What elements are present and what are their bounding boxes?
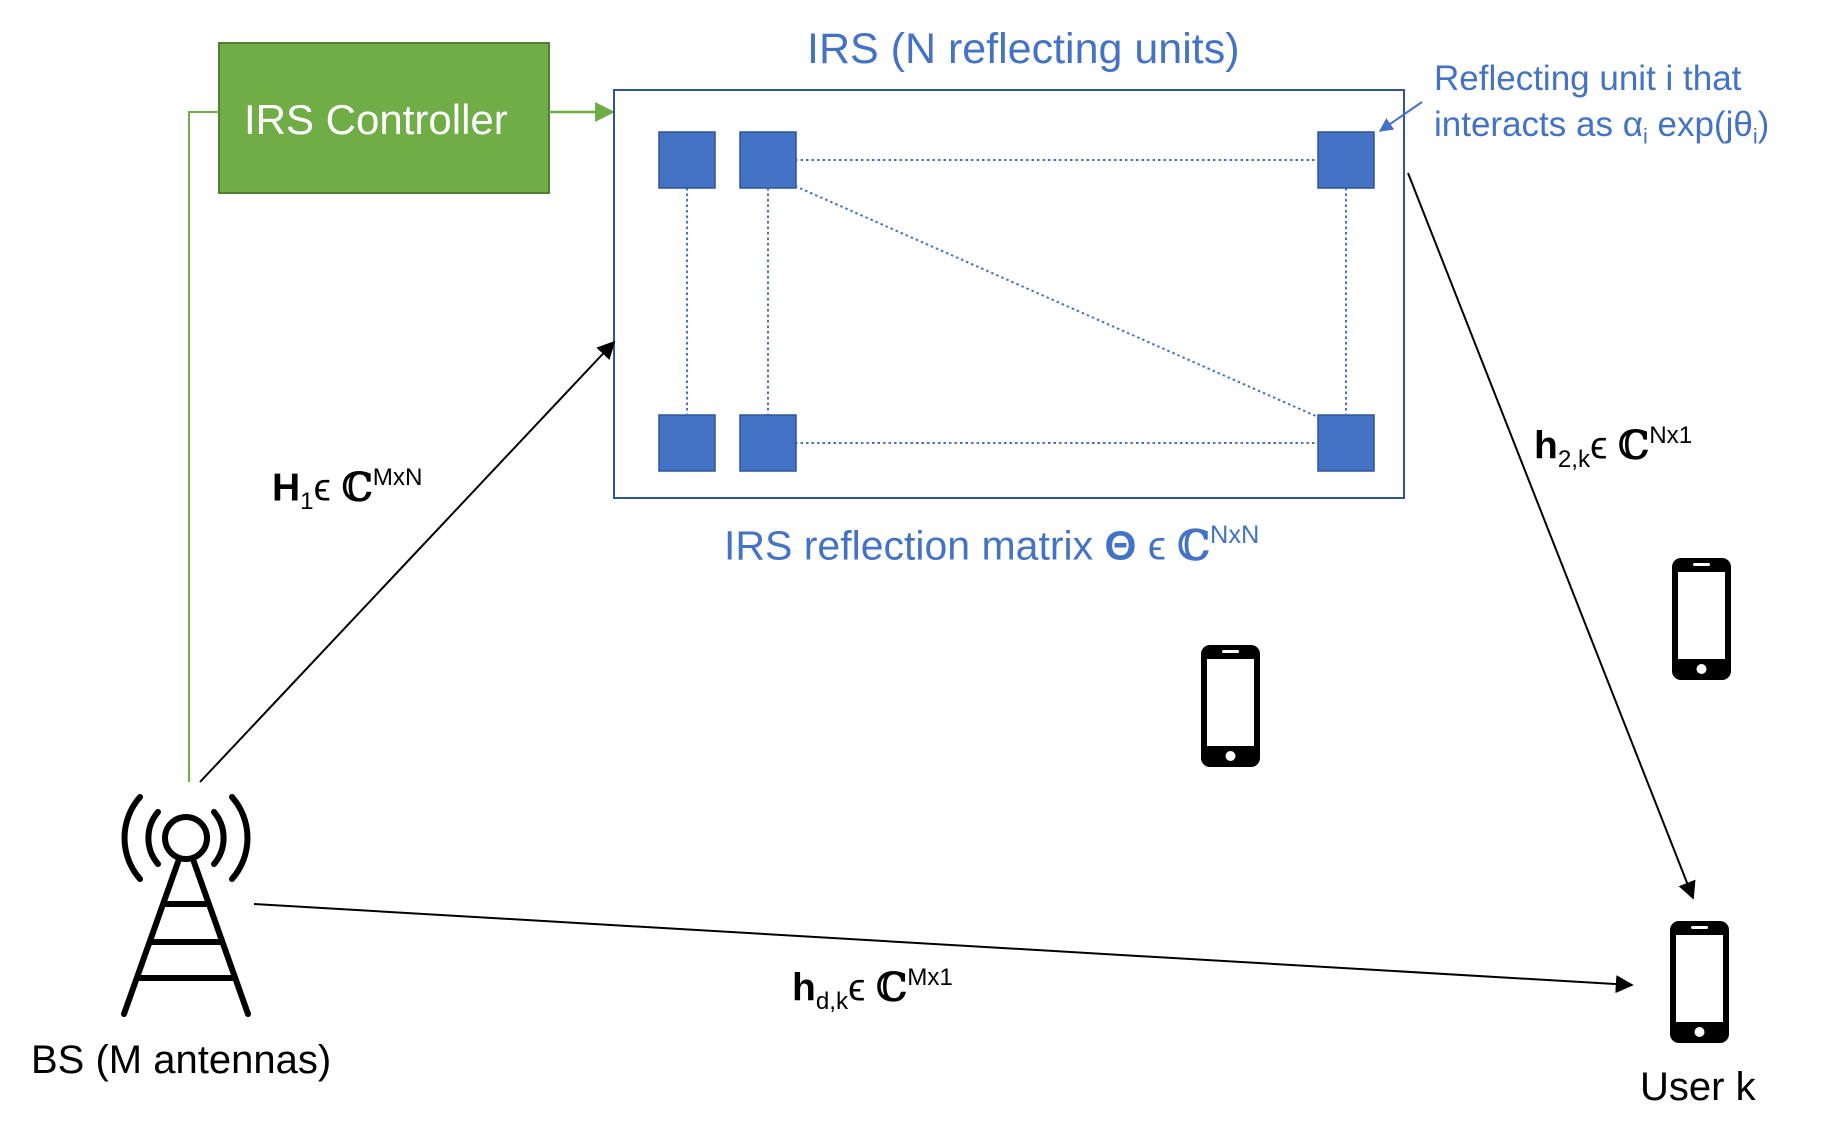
irs-controller-box (218, 42, 550, 194)
reflecting-unit (739, 414, 797, 472)
h2k-channel-label: h2,kϵ ℂNx1 (1534, 422, 1693, 474)
unit-annotation-line2: interacts as αi exp(jθi) (1434, 104, 1770, 149)
irs-matrix-label: IRS reflection matrix Θ ϵ ℂNxN (724, 521, 1260, 570)
smartphone-icon (1201, 645, 1260, 767)
irs-panel (613, 89, 1405, 499)
irs-title: IRS (N reflecting units) (807, 25, 1240, 73)
hdk-channel-arrow (253, 903, 1634, 994)
smartphone-icon (1672, 558, 1731, 680)
smartphone-icon (1670, 921, 1729, 1043)
unit-annotation-pointer (1378, 101, 1423, 132)
bs-to-controller-link (188, 111, 219, 782)
antenna-tower-icon (121, 794, 251, 1017)
unit-annotation: Reflecting unit i that interacts as αi e… (1434, 56, 1769, 150)
unit-connections (686, 159, 1347, 444)
hdk-channel-label: hd,kϵ ℂMx1 (792, 964, 953, 1016)
irs-controller-label: IRS Controller (244, 96, 508, 143)
reflecting-unit (1317, 414, 1375, 472)
reflecting-unit-i (1317, 131, 1375, 189)
h1-channel-arrow (199, 340, 616, 783)
reflecting-unit (739, 131, 797, 189)
user-k-label: User k (1640, 1065, 1756, 1109)
bs-label: BS (M antennas) (31, 1038, 332, 1082)
h2k-channel-arrow (1407, 172, 1696, 900)
reflecting-unit (658, 414, 716, 472)
unit-annotation-line1: Reflecting unit i that (1434, 59, 1742, 98)
reflecting-unit (658, 131, 716, 189)
h1-channel-label: H1ϵ ℂMxN (272, 464, 423, 516)
